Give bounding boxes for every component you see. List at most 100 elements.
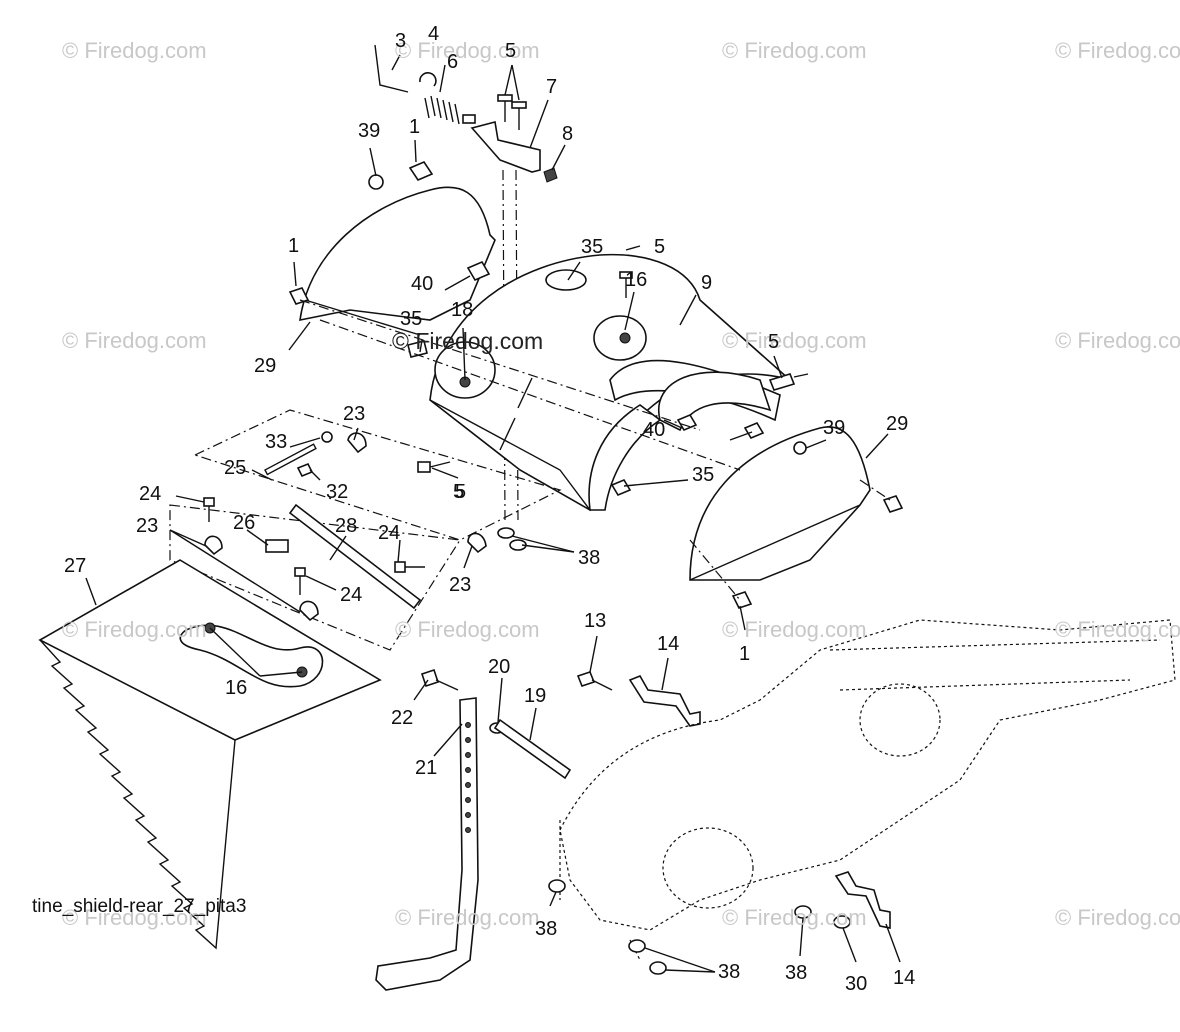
callout-label: 23 bbox=[343, 403, 366, 425]
watermark: © Firedog.com bbox=[395, 905, 540, 930]
part-bolt-35-left bbox=[407, 340, 428, 358]
part-bracket-14-top bbox=[628, 674, 701, 727]
callout-label: 14 bbox=[657, 633, 680, 655]
callout-label: 35 bbox=[581, 236, 604, 258]
flap-outline-lower bbox=[169, 504, 462, 651]
part-screw-8 bbox=[543, 167, 558, 183]
callout-label: 28 bbox=[335, 515, 358, 537]
part-bolt-24-lower bbox=[294, 567, 306, 577]
callout-label: 20 bbox=[488, 656, 511, 678]
callout-label: 23 bbox=[136, 515, 159, 537]
callout-label: 7 bbox=[546, 76, 558, 98]
part-screw-39-right bbox=[793, 441, 807, 455]
part-nut-30 bbox=[833, 915, 851, 929]
callout-label: 8 bbox=[562, 123, 574, 145]
callout-label: 3 bbox=[395, 30, 407, 52]
callout-label: 4 bbox=[428, 23, 440, 45]
callout-label: 38 bbox=[718, 961, 741, 983]
callout-label: 40 bbox=[643, 419, 666, 441]
callout-label: 1 bbox=[739, 643, 751, 665]
callout-label: 18 bbox=[451, 299, 474, 321]
part-side-shield-29-left bbox=[299, 186, 496, 322]
part-grommet-35 bbox=[545, 269, 587, 291]
callout-label: 5 bbox=[768, 331, 780, 353]
part-bolt-24-mid bbox=[394, 561, 406, 573]
part-bolt-5-mid bbox=[417, 461, 431, 473]
callout-label: 21 bbox=[415, 757, 438, 779]
callout-label: 35 bbox=[400, 308, 423, 330]
watermark: © Firedog.com bbox=[62, 905, 207, 930]
part-clamp-23-left bbox=[204, 535, 223, 556]
callout-label: 5 bbox=[505, 40, 517, 62]
callout-label: 30 bbox=[845, 973, 868, 995]
part-clip-4 bbox=[419, 72, 437, 87]
tiller-pulley-lower bbox=[662, 827, 754, 909]
part-screw-39 bbox=[368, 174, 384, 190]
part-nut-40-top bbox=[466, 260, 491, 282]
part-depth-bar-21 bbox=[375, 697, 479, 991]
part-clamp-23-mid bbox=[467, 532, 487, 554]
part-rod-25 bbox=[264, 443, 317, 476]
watermark: © Firedog.com bbox=[395, 617, 540, 642]
part-clamp-23-lower bbox=[299, 600, 319, 622]
callout-label: 25 bbox=[224, 457, 247, 479]
part-spring-6 bbox=[424, 95, 476, 125]
part-nut-35-right bbox=[743, 421, 765, 440]
watermark: © Firedog.com bbox=[395, 38, 540, 63]
part-nut-40-right bbox=[676, 413, 698, 432]
callout-label: 14 bbox=[893, 967, 916, 989]
part-bolts-5-top bbox=[497, 94, 527, 130]
watermark: © Firedog.com bbox=[722, 328, 867, 353]
watermark: © Firedog.com bbox=[1055, 328, 1180, 353]
watermark: © Firedog.com bbox=[1055, 905, 1180, 930]
depth-bar-holes bbox=[465, 722, 471, 833]
part-nut-1-right bbox=[882, 495, 904, 513]
part-side-shield-29-right bbox=[689, 426, 871, 581]
part-bracket-14-bottom bbox=[834, 871, 891, 929]
callout-label: 23 bbox=[449, 574, 472, 596]
part-nut-35-lower bbox=[610, 478, 632, 497]
callout-label: 38 bbox=[578, 547, 601, 569]
part-bolt-13 bbox=[576, 671, 596, 687]
callout-label: 5 bbox=[455, 481, 467, 503]
flap-serrated-edge bbox=[39, 639, 236, 950]
callout-label: 24 bbox=[378, 522, 401, 544]
watermark: © Firedog.com bbox=[1055, 617, 1180, 642]
callout-label: 1 bbox=[409, 116, 421, 138]
watermark: © Firedog.com bbox=[62, 38, 207, 63]
callout-label: 29 bbox=[886, 413, 909, 435]
callout-label: 32 bbox=[326, 481, 349, 503]
callout-label: 1 bbox=[288, 235, 300, 257]
part-seal-16 bbox=[179, 624, 324, 688]
callout-label: 39 bbox=[358, 120, 381, 142]
part-bracket-7 bbox=[470, 121, 541, 173]
part-nut-1-left bbox=[288, 287, 310, 305]
callout-label: 16 bbox=[625, 269, 648, 291]
part-nut-1-bottom bbox=[731, 591, 753, 609]
part-nut-38-bottom-a bbox=[628, 939, 646, 953]
watermark: © Firedog.com bbox=[1055, 38, 1180, 63]
callout-label: 26 bbox=[233, 512, 256, 534]
part-bolt-24-left bbox=[203, 497, 215, 507]
part-nut-38-bottom-b bbox=[649, 961, 667, 975]
flap-outline-upper bbox=[193, 409, 562, 541]
watermark: © Firedog.com bbox=[62, 328, 207, 353]
callout-label: 27 bbox=[64, 555, 87, 577]
leader-lines bbox=[85, 54, 901, 973]
callout-label: 22 bbox=[391, 707, 414, 729]
part-nut-38-a bbox=[497, 527, 515, 539]
part-clamp-23-top bbox=[347, 432, 367, 454]
callout-label: 40 bbox=[411, 273, 434, 295]
callout-label: 24 bbox=[139, 483, 162, 505]
tiller-pulley-upper bbox=[859, 683, 941, 757]
callout-label: 5 bbox=[453, 481, 465, 503]
callout-label: 35 bbox=[692, 464, 715, 486]
part-rod-3 bbox=[374, 44, 409, 93]
callout-label: 5 bbox=[654, 236, 666, 258]
part-bolt-22 bbox=[420, 668, 440, 688]
part-rod-28 bbox=[288, 503, 422, 610]
watermark-dark: © Firedog.com bbox=[392, 328, 544, 354]
callout-label: 16 bbox=[225, 677, 248, 699]
part-nut-1-top bbox=[408, 161, 434, 181]
